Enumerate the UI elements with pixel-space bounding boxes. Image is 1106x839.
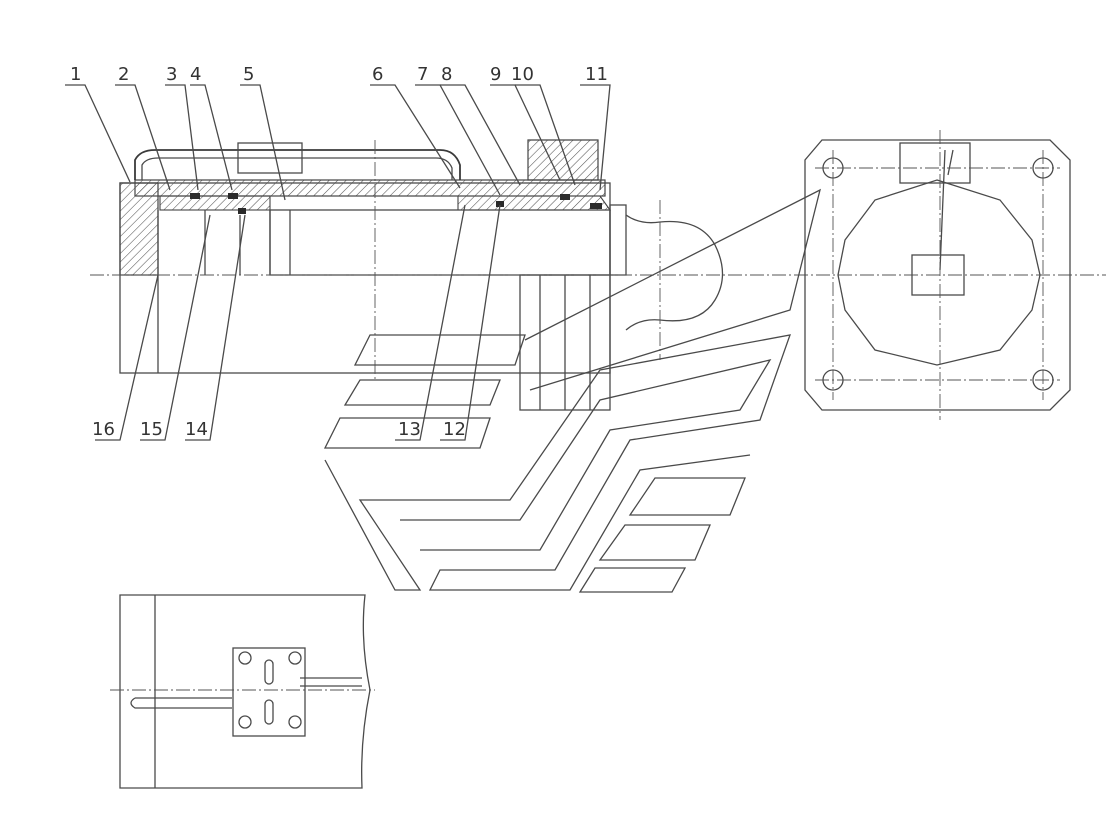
label-5: 5 bbox=[243, 64, 254, 85]
seal-3 bbox=[238, 208, 246, 214]
port-block bbox=[527, 139, 599, 181]
label-2: 2 bbox=[118, 64, 129, 85]
mount-plate bbox=[232, 647, 306, 737]
label-14: 14 bbox=[185, 419, 208, 440]
gland bbox=[457, 195, 612, 211]
label-11: 11 bbox=[585, 64, 608, 85]
external-pipe bbox=[134, 149, 461, 180]
seal-1 bbox=[190, 193, 200, 199]
label-8: 8 bbox=[441, 64, 452, 85]
part-labels: 1 2 3 4 5 6 7 8 9 10 11 16 15 14 13 12 bbox=[70, 64, 608, 440]
label-16: 16 bbox=[92, 419, 115, 440]
label-13: 13 bbox=[398, 419, 421, 440]
seal-4 bbox=[496, 201, 504, 207]
label-12: 12 bbox=[443, 419, 466, 440]
pipe-clamp bbox=[237, 142, 303, 174]
label-7: 7 bbox=[417, 64, 428, 85]
label-9: 9 bbox=[490, 64, 501, 85]
leader-lines bbox=[65, 84, 611, 441]
label-15: 15 bbox=[140, 419, 163, 440]
chevron-shapes bbox=[323, 188, 821, 593]
piston bbox=[159, 195, 271, 211]
flange-end-view bbox=[804, 130, 1071, 420]
label-10: 10 bbox=[511, 64, 534, 85]
end-cap bbox=[119, 182, 159, 276]
label-1: 1 bbox=[70, 64, 81, 85]
cylinder-section-view bbox=[90, 139, 1106, 411]
bolt-holes bbox=[822, 157, 1054, 391]
seal-2 bbox=[228, 193, 238, 199]
mounting-detail-view bbox=[110, 594, 375, 789]
piston-rod bbox=[269, 209, 611, 276]
barrel-wall bbox=[134, 179, 606, 197]
seal-6 bbox=[590, 203, 602, 209]
detail-outline bbox=[119, 594, 371, 789]
seal-5 bbox=[560, 194, 570, 200]
flange-plate bbox=[804, 139, 1071, 411]
rod-eye bbox=[625, 214, 724, 331]
center-key bbox=[911, 254, 965, 296]
flange-bore bbox=[837, 179, 1041, 366]
label-6: 6 bbox=[372, 64, 383, 85]
label-4: 4 bbox=[190, 64, 201, 85]
label-3: 3 bbox=[166, 64, 177, 85]
